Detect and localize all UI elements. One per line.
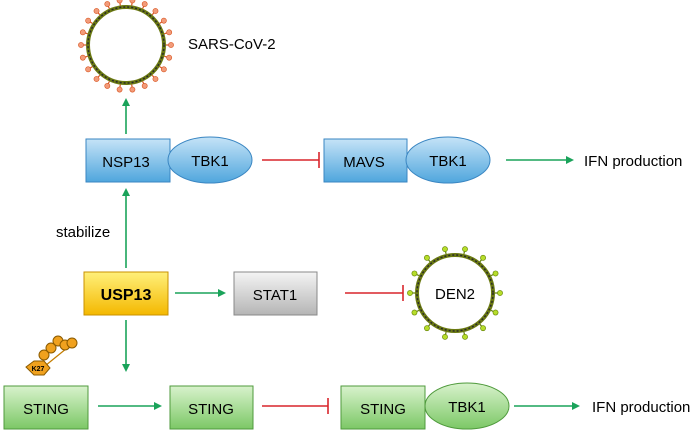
tbk1-mavs-label: TBK1 [429,153,467,170]
tbk1-bottom-label: TBK1 [448,399,486,416]
tbk1-ellipse-bottom [424,382,510,430]
usp13-label: USP13 [101,287,152,304]
den2-label: DEN2 [435,286,475,303]
sting-box-left [3,385,89,430]
sting-box-mid [169,385,254,430]
nsp13-label: NSP13 [102,154,150,171]
tbk1-ellipse-mavs [405,136,491,184]
tbk1-top-label: TBK1 [191,153,229,170]
ifn-production-top: IFN production [584,153,682,170]
ubiquitin-chain-icon: K27 [25,335,78,376]
ifn-production-bottom: IFN production [592,399,690,416]
nsp13-box [85,138,171,183]
stabilize-label: stabilize [56,224,110,241]
den2-virus-icon [407,246,503,340]
sting-right-label: STING [360,401,406,418]
tbk1-ellipse-top [167,136,253,184]
mavs-label: MAVS [343,154,384,171]
sars-cov-2-label: SARS-CoV-2 [188,36,276,53]
sars-cov-2-virus-icon [78,0,174,93]
sting-left-label: STING [23,401,69,418]
stat1-label: STAT1 [253,287,297,304]
usp13-box [83,271,169,316]
stat1-box [233,271,318,316]
sting-box-right [340,385,426,430]
sting-mid-label: STING [188,401,234,418]
mavs-box [323,138,408,183]
k27-label: K27 [32,366,45,373]
